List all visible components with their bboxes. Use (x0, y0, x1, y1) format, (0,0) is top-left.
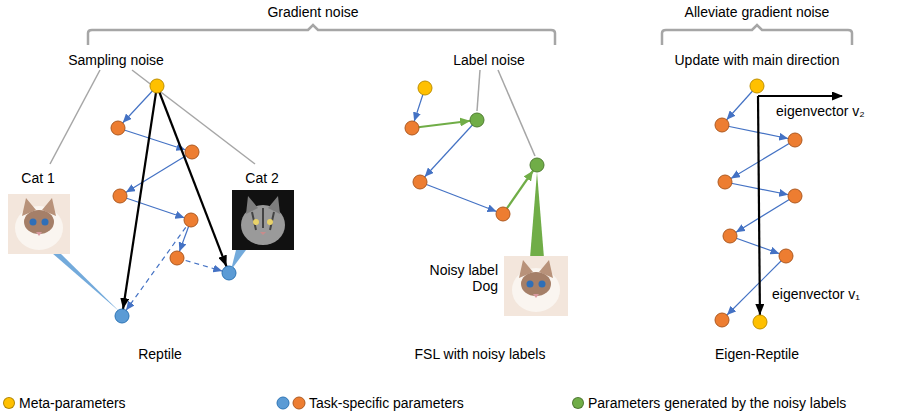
leader-lines (50, 70, 535, 164)
legend-text: Meta-parameters (19, 395, 126, 411)
label-text: eigenvector v₂ (776, 103, 865, 119)
legend-swatch (572, 397, 584, 409)
noisy-label-path (405, 81, 544, 258)
legend-swatch (3, 397, 15, 409)
legend-text: Task-specific parameters (309, 395, 464, 411)
label-text: Cat 1 (21, 170, 54, 186)
legend-sample (277, 397, 305, 409)
label-text: Noisy label Dog (418, 262, 498, 294)
label-text: Sampling noise (68, 52, 164, 68)
label-text: Label noise (453, 52, 525, 68)
legend-text: Parameters generated by the noisy labels (588, 395, 846, 411)
cat-picture (231, 190, 294, 270)
label-text: Reptile (138, 346, 182, 362)
label-text: Alleviate gradient noise (685, 4, 830, 20)
reptile-path (111, 79, 236, 323)
bracket (88, 25, 555, 45)
cat-picture (8, 194, 120, 312)
label-text: Update with main direction (675, 52, 840, 68)
cat-picture (504, 256, 568, 316)
label-text: eigenvector v₁ (772, 286, 860, 302)
label-text: Eigen-Reptile (715, 346, 799, 362)
bracket (662, 25, 852, 45)
label-text: Cat 2 (245, 170, 278, 186)
label-text: Gradient noise (267, 4, 358, 20)
label-text: FSL with noisy labels (415, 346, 546, 362)
